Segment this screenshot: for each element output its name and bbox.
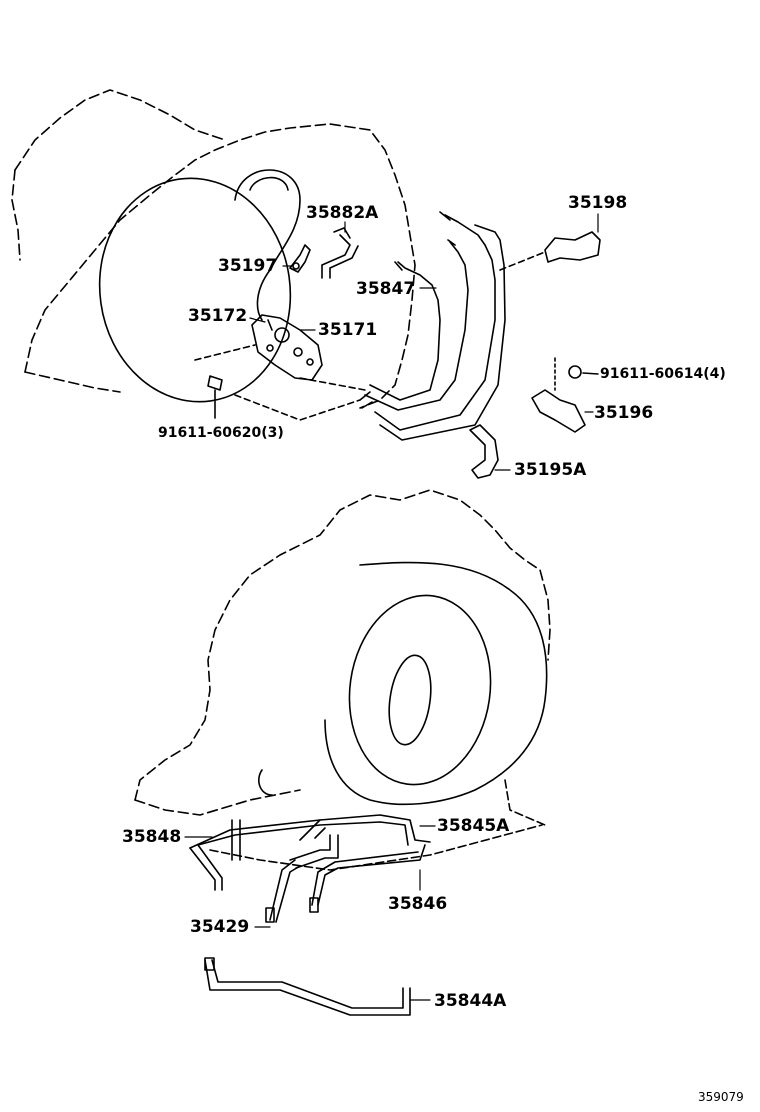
- part-35196-shape: [531, 389, 586, 433]
- part-35198-shape: [544, 231, 601, 263]
- part-35844A-shape: [204, 959, 411, 1016]
- part-35195A-shape: [469, 424, 499, 479]
- bolt-91611-60620: [207, 375, 223, 419]
- lower-cooler-pipes: [189, 814, 543, 923]
- label-35171[interactable]: 35171: [318, 320, 378, 340]
- label-91611-60614[interactable]: 91611-60614(4): [600, 366, 726, 382]
- upper-housing-inner-curve: [234, 169, 301, 321]
- upper-bell-housing: [98, 177, 292, 403]
- label-35196[interactable]: 35196: [594, 403, 654, 423]
- label-35845A[interactable]: 35845A: [437, 816, 510, 836]
- lower-transmission-housing: [134, 489, 551, 816]
- label-35198[interactable]: 35198: [568, 193, 628, 213]
- upper-cooler-pipes: [359, 211, 506, 441]
- label-35429[interactable]: 35429: [190, 917, 250, 937]
- label-35847[interactable]: 35847: [356, 279, 416, 299]
- label-35844A[interactable]: 35844A: [434, 991, 507, 1011]
- label-35195A[interactable]: 35195A: [514, 460, 587, 480]
- bolt-91611-60614: [554, 357, 599, 391]
- label-91611-60620[interactable]: 91611-60620(3): [158, 425, 284, 441]
- mounting-plane-35172: [194, 344, 366, 421]
- part-35882A-shape: [321, 234, 359, 279]
- lower-bell-housing: [324, 561, 548, 806]
- drawing-code: 359079: [698, 1090, 744, 1104]
- upper-transmission-housing: [11, 89, 416, 409]
- label-35848[interactable]: 35848: [122, 827, 182, 847]
- label-35882A[interactable]: 35882A: [306, 203, 379, 223]
- label-35846[interactable]: 35846: [388, 894, 448, 914]
- part-35197-shape: [289, 244, 311, 273]
- label-35172[interactable]: 35172: [188, 306, 248, 326]
- label-35197[interactable]: 35197: [218, 256, 278, 276]
- lower-bell-hub: [388, 654, 432, 746]
- leader-lines: [184, 213, 599, 1001]
- part-35171-shape: [251, 314, 323, 381]
- lower-bell-inner: [348, 594, 492, 786]
